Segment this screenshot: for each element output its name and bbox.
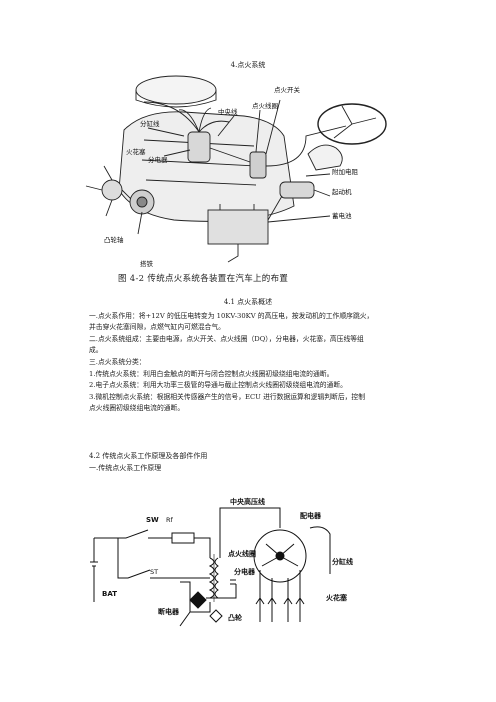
label-distributor-rotor: 配电器: [300, 511, 322, 520]
label-ignition-switch: 点火开关: [274, 85, 301, 94]
label-sw: SW: [146, 516, 159, 524]
label-central-hv-wire: 中央高压线: [230, 497, 265, 506]
subsection-heading: 一.传统点火系工作原理: [89, 464, 162, 472]
label-ignition-coil-2: 点火线圈: [228, 549, 256, 558]
label-distributor-wire: 分缸线: [140, 119, 160, 128]
label-bat: BAT: [102, 590, 117, 598]
label-battery: 蓄电池: [332, 211, 352, 220]
engine-layout-illustration: 点火开关 点火线圈 中央线 分缸线 火花塞 分电器 附加电阻 起动机 凸轮轴 蓄…: [85, 75, 387, 268]
label-distributor: 分电器: [148, 155, 168, 164]
label-rf: Rf: [166, 516, 174, 524]
label-ground: 搭铁: [140, 259, 154, 268]
ignition-circuit-schematic: SW Rf ST BAT 中央高压线 点火线圈 配电器 分电器 断电器 凸轮 分…: [90, 497, 353, 627]
label-breaker: 断电器: [158, 607, 180, 616]
engine-layout-figure: 点火开关 点火线圈 中央线 分缸线 火花塞 分电器 附加电阻 起动机 凸轮轴 蓄…: [84, 70, 404, 270]
label-starter: 起动机: [332, 187, 352, 196]
paragraph-line: 2.电子点火系统：利用大功率三极管的导通与截止控制点火线圈初级绕组电流的通断。: [89, 381, 347, 389]
paragraph-line: 并击穿火花塞间隙，点燃气缸内可燃混合气。: [89, 323, 225, 331]
paragraph-line: 一.点火系作用：将+12V 的低压电转变为 10KV-30KV 的高压电，按发动…: [89, 312, 374, 320]
label-resistor: 附加电阻: [332, 167, 359, 176]
paragraph-line: 二.点火系统组成：主要由电源，点火开关、点火线圈（DQ），分电器，火花塞，高压线…: [89, 335, 364, 343]
page-title: 4.点火系统: [230, 61, 266, 69]
label-distributor-2: 分电器: [234, 567, 256, 576]
label-central-wire: 中央线: [218, 107, 238, 116]
figure-caption: 图 4-2 传统点火系统各装置在汽车上的布置: [118, 274, 289, 284]
paragraph-line: 点火线圈初级绕组电流的通断。: [89, 404, 185, 412]
label-spark-plug: 火花塞: [126, 147, 146, 156]
section-heading-4-2: 4.2 传统点火系工作原理及各部件作用: [89, 452, 208, 460]
paragraph-line: 3.微机控制点火系统：根据相关传感器产生的信号，ECU 进行数据运算和逻辑判断后…: [89, 393, 366, 401]
label-spark-plug-2: 火花塞: [326, 593, 348, 602]
label-ignition-coil: 点火线圈: [252, 101, 278, 110]
circuit-schematic-figure: SW Rf ST BAT 中央高压线 点火线圈 配电器 分电器 断电器 凸轮 分…: [88, 478, 398, 628]
paragraph-line: 1.传统点火系统：利用白金触点的断开与闭合控制点火线圈初级绕组电流的通断。: [89, 370, 334, 378]
section-heading-4-1: 4.1 点火系概述: [223, 298, 273, 306]
paragraph-line: 三.点火系统分类：: [89, 358, 146, 366]
paragraph-line: 成。: [89, 346, 103, 354]
label-st: ST: [150, 568, 158, 576]
label-cam: 凸轮轴: [104, 235, 124, 244]
label-cam-2: 凸轮: [228, 613, 242, 622]
label-branch-wire: 分缸线: [332, 557, 353, 566]
